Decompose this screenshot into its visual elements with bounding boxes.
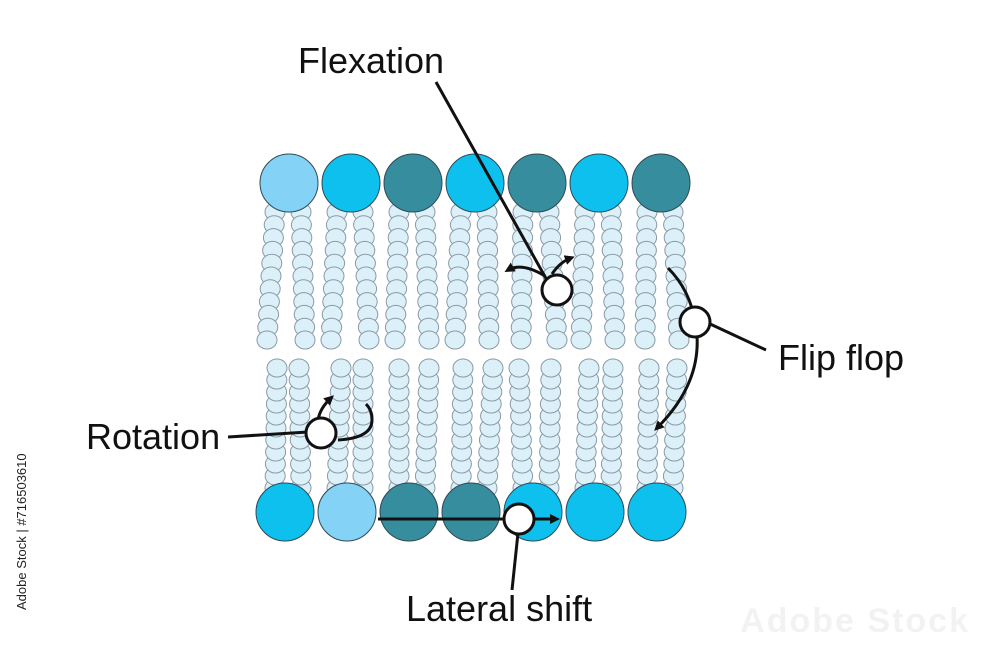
lateral-shift-label: Lateral shift xyxy=(406,588,592,629)
tail-segment xyxy=(508,358,530,378)
top-head xyxy=(631,153,691,213)
tail-segment xyxy=(352,358,374,378)
top-tail-left xyxy=(444,202,472,350)
tail-segment xyxy=(668,330,690,350)
tail-segment xyxy=(358,330,380,350)
rotation-marker xyxy=(304,416,338,450)
lateral-shift-marker xyxy=(502,502,536,536)
flexation-arrow-left xyxy=(504,262,546,278)
tail-segment xyxy=(546,330,568,350)
bottom-tail-right xyxy=(538,358,562,498)
top-tail-right xyxy=(352,202,380,350)
flip-flop-marker xyxy=(678,305,712,339)
tail-segment xyxy=(634,330,656,350)
bottom-tail-right xyxy=(600,358,624,498)
flexation-leader-line xyxy=(434,81,550,283)
tail-segment xyxy=(418,330,440,350)
bottom-tail-left xyxy=(264,358,288,498)
bottom-tail-left xyxy=(508,358,534,498)
tail-segment xyxy=(266,358,288,378)
top-tail-left xyxy=(510,202,534,350)
tail-segment xyxy=(478,330,500,350)
rotation-curve xyxy=(337,402,374,442)
flexation-arrow-right xyxy=(550,255,575,275)
top-head xyxy=(321,153,381,213)
lipid-tails xyxy=(256,202,690,498)
top-tail-left xyxy=(256,202,286,350)
stock-id-text: Adobe Stock | #716503610 xyxy=(14,453,29,610)
tail-segment xyxy=(666,358,688,378)
bottom-head xyxy=(379,482,439,542)
top-tail-right xyxy=(476,202,500,350)
bottom-head xyxy=(255,482,315,542)
top-head xyxy=(569,153,629,213)
bottom-tail-right xyxy=(662,358,688,498)
tail-segment xyxy=(256,330,278,350)
top-tail-left xyxy=(570,202,596,350)
top-tail-left xyxy=(320,202,348,350)
top-head xyxy=(383,153,443,213)
tail-segment xyxy=(418,358,440,378)
top-tail-right xyxy=(414,202,440,350)
bottom-tail-right xyxy=(414,358,440,498)
bottom-tail-right xyxy=(476,358,504,498)
top-head xyxy=(445,153,505,213)
top-head xyxy=(259,153,319,213)
tail-segment xyxy=(288,358,310,378)
tail-segment xyxy=(444,330,466,350)
bottom-head xyxy=(441,482,501,542)
tail-segment xyxy=(510,330,532,350)
tail-segment xyxy=(570,330,592,350)
tail-segment xyxy=(578,358,600,378)
tail-segment xyxy=(602,358,624,378)
top-tail-right xyxy=(290,202,316,350)
flip-flop-leader-line xyxy=(707,321,767,352)
bottom-head xyxy=(627,482,687,542)
bottom-tail-left xyxy=(574,358,600,498)
phospholipid-heads xyxy=(255,153,691,542)
tail-segment xyxy=(320,330,342,350)
flexation-marker xyxy=(540,273,574,307)
bottom-tail-left xyxy=(450,358,474,498)
lateral-shift-annotation: Lateral shift xyxy=(378,502,592,629)
bottom-tail-left xyxy=(636,358,660,498)
tail-segment xyxy=(330,358,352,378)
top-head xyxy=(507,153,567,213)
tail-segment xyxy=(482,358,504,378)
flip-flop-annotation: Flip flop xyxy=(654,266,904,431)
top-tail-left xyxy=(384,202,410,350)
rotation-annotation: Rotation xyxy=(86,395,374,457)
top-tail-left xyxy=(634,202,658,350)
tail-segment xyxy=(388,358,410,378)
rotation-label: Rotation xyxy=(86,416,220,457)
tail-segment xyxy=(638,358,660,378)
flexation-label: Flexation xyxy=(298,40,444,81)
bottom-head xyxy=(317,482,377,542)
tail-segment xyxy=(294,330,316,350)
bottom-tail-left xyxy=(388,358,410,498)
tail-segment xyxy=(384,330,406,350)
lateral-shift-leader-line xyxy=(510,532,520,591)
watermark: Adobe Stock xyxy=(740,602,970,640)
tail-segment xyxy=(452,358,474,378)
rotation-leader-line xyxy=(227,430,309,439)
bottom-tail-right xyxy=(352,358,374,498)
tail-segment xyxy=(604,330,626,350)
top-tail-right xyxy=(600,202,626,350)
flip-flop-arrow xyxy=(654,335,699,431)
flexation-annotation: Flexation xyxy=(298,40,575,307)
bottom-head xyxy=(565,482,625,542)
tail-segment xyxy=(540,358,562,378)
flip-flop-label: Flip flop xyxy=(778,337,904,378)
top-tail-right xyxy=(662,202,690,350)
